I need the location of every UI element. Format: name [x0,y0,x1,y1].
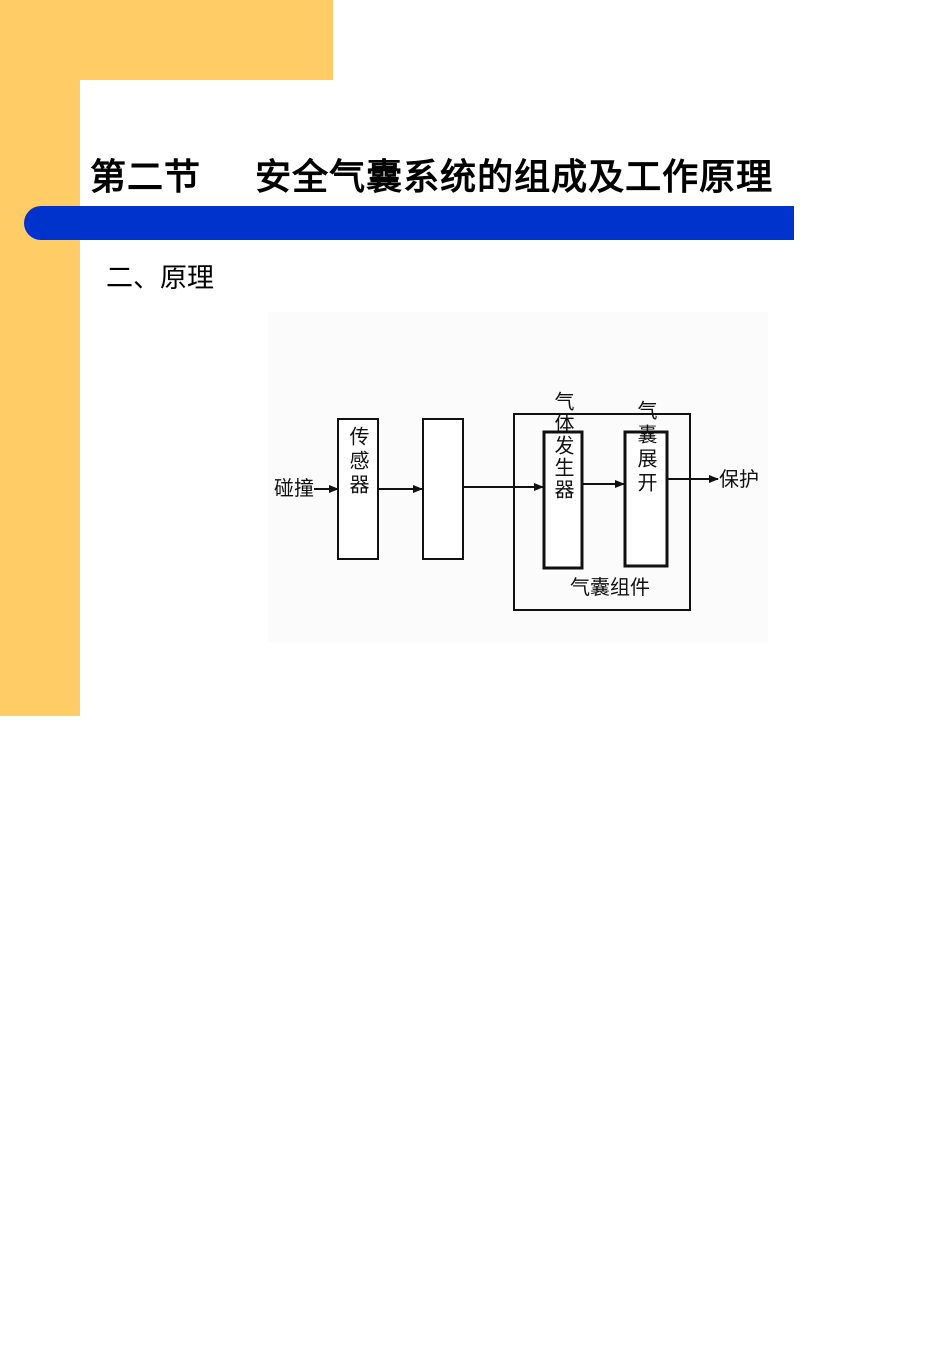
airbag-principle-diagram: 碰撞 传感器 气体发生器 气囊展开 气囊组件 保护 [268,312,768,642]
airbag-module-box [513,413,691,611]
section-subtitle: 二、原理 [106,263,214,294]
input-label: 碰撞 [274,476,314,500]
top-bar-decoration [0,0,333,80]
controller-box [422,418,464,560]
airbag-deploy-box [623,430,669,568]
slide: 第二节 安全气囊系统的组成及工作原理 二、原理 碰撞 传感器 气体发生器 气囊展… [0,0,794,716]
airbag-module-label: 气囊组件 [570,575,650,599]
slide-title: 第二节 安全气囊系统的组成及工作原理 [90,156,774,198]
title-underline-bar [24,206,794,240]
sensor-label: 传感器 [346,426,370,498]
gas-generator-box [542,430,584,570]
gas-generator-label: 气体发生器 [551,391,575,501]
airbag-deploy-label: 气囊展开 [634,400,658,496]
sensor-box [337,418,379,560]
output-label: 保护 [719,467,759,491]
side-bar-decoration [0,0,80,716]
